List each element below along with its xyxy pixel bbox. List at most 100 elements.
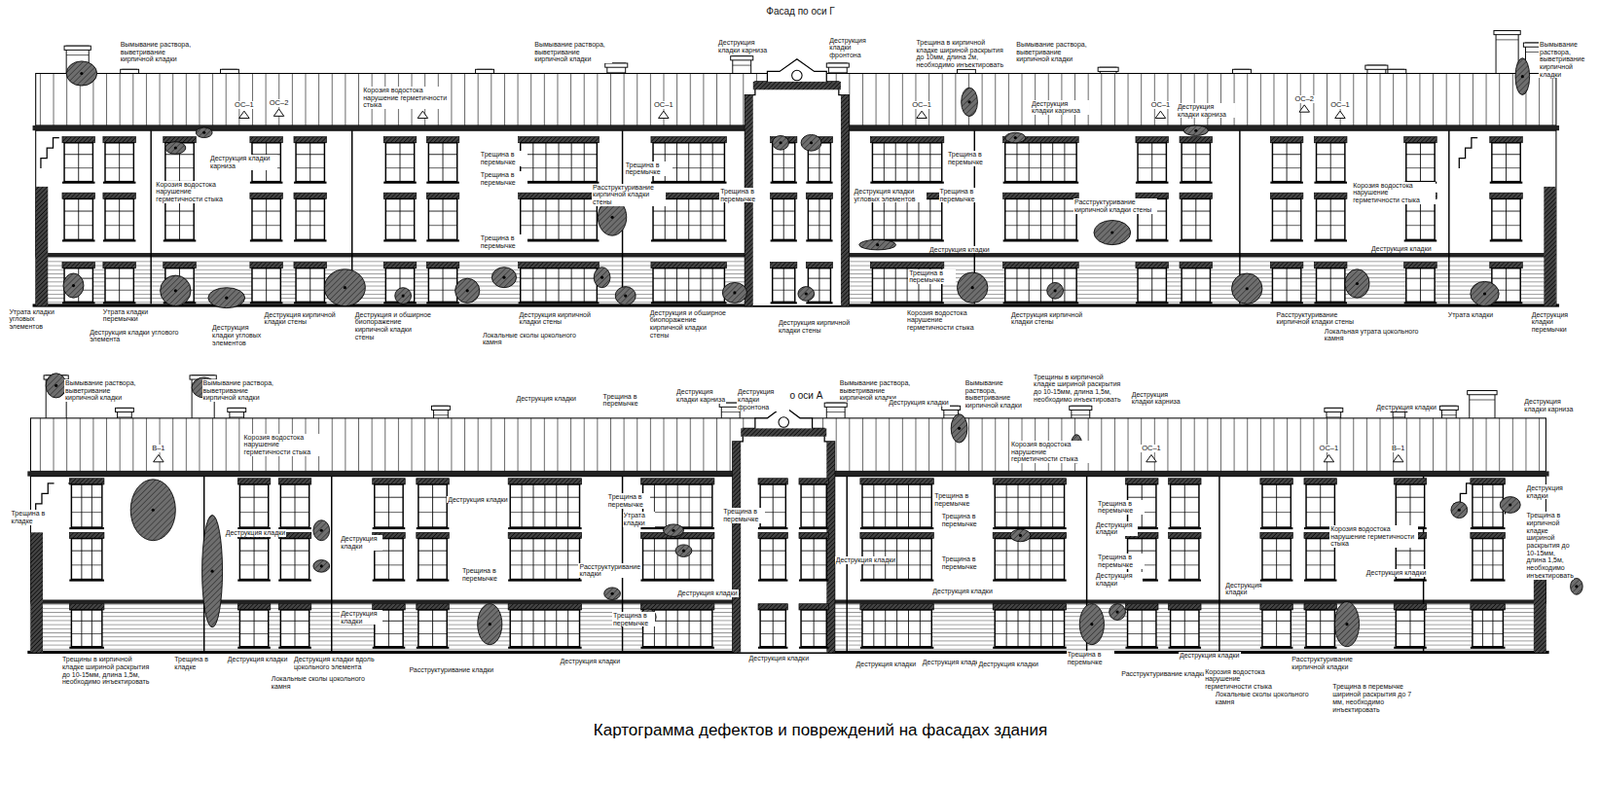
annotation-label: Корозия водостока нарушение герметичност… <box>154 181 239 204</box>
window <box>295 143 325 182</box>
corner-pilaster <box>30 532 43 654</box>
chimney-band <box>434 414 449 416</box>
annotation-label: Трещина в перемычке <box>607 493 651 509</box>
transom <box>239 550 268 552</box>
window <box>807 198 831 240</box>
annotation-label: ОС–1 <box>1150 101 1172 110</box>
annotation-label: В–1 <box>1390 444 1406 453</box>
mullion <box>1275 484 1277 528</box>
chimney-band <box>66 54 89 56</box>
transom <box>1306 633 1335 635</box>
damage-zone <box>1345 269 1370 298</box>
lintel-arch <box>1003 192 1080 199</box>
leader-dot <box>202 131 206 135</box>
annotation-label: Деструкция кладки <box>676 589 739 598</box>
window <box>1395 484 1424 528</box>
mullion <box>1028 198 1030 240</box>
lintel-arch <box>250 261 284 268</box>
window <box>71 484 102 528</box>
transom <box>1472 511 1503 513</box>
transom <box>994 550 1064 552</box>
transom <box>418 497 447 499</box>
transom <box>1170 511 1200 513</box>
annotation-label: Деструкция кладки углового элемента <box>88 328 193 344</box>
mullion <box>917 198 919 240</box>
annotation-label: Корозия водостока нарушение герметичност… <box>243 434 328 457</box>
mullion <box>118 198 120 240</box>
window <box>994 484 1064 528</box>
window-sill <box>62 301 96 304</box>
window <box>800 610 827 648</box>
lintel-arch <box>1260 604 1294 611</box>
annotation-label: Трещина в перемычке <box>941 555 984 571</box>
mullion <box>80 539 82 581</box>
window-sill <box>163 239 197 242</box>
transom <box>105 211 134 213</box>
chimney-band <box>732 65 752 67</box>
leader-dot <box>611 216 615 219</box>
annotation-label: Вымывание раствора, выветривание кирпичн… <box>64 379 144 402</box>
transom <box>509 633 580 635</box>
window-sill <box>1167 647 1201 650</box>
transom <box>239 564 268 566</box>
mullion <box>80 610 82 648</box>
mullion <box>688 268 690 303</box>
window <box>1306 610 1335 648</box>
mullion <box>699 143 701 182</box>
transom <box>862 550 932 552</box>
window <box>1491 198 1521 240</box>
transom <box>239 511 268 513</box>
transom <box>1406 167 1435 169</box>
transom <box>385 167 414 169</box>
leader-dot <box>732 290 736 294</box>
mullion <box>91 484 93 528</box>
window <box>1306 484 1335 528</box>
transom <box>71 550 102 552</box>
window-sill <box>383 181 417 184</box>
window-sill <box>383 239 417 242</box>
transom <box>1262 620 1291 622</box>
damage-zone <box>772 135 790 150</box>
annotation-label: Деструкция кладки фронтона <box>736 388 790 411</box>
transom <box>1316 224 1346 226</box>
mullion <box>254 610 255 648</box>
window-sill <box>1313 181 1347 184</box>
lintel-arch <box>1393 604 1427 611</box>
transom <box>994 497 1064 499</box>
annotation-label: Деструкция кладки <box>748 654 811 663</box>
mullion <box>919 539 921 581</box>
annotation-label: Трещина в кладке <box>173 655 217 671</box>
transom <box>653 153 725 155</box>
mullion <box>772 484 774 528</box>
transom <box>872 224 942 226</box>
transom <box>520 290 598 291</box>
lintel-arch <box>1260 478 1294 485</box>
lintel-arch <box>1270 261 1304 268</box>
transom <box>71 633 102 635</box>
transom <box>807 224 831 226</box>
window-sill <box>278 647 312 650</box>
damage-zone <box>950 414 968 443</box>
transom <box>385 224 414 226</box>
mullion <box>907 198 909 240</box>
leader-dot <box>1014 136 1018 140</box>
mullion <box>1319 539 1321 581</box>
mullion <box>896 484 898 528</box>
transom <box>418 564 447 566</box>
annotation-label: Деструкция кладки вдоль цокольного элеме… <box>292 655 377 671</box>
chimney-band <box>229 416 245 418</box>
mullion <box>699 539 701 581</box>
chimney-cap <box>1069 405 1092 410</box>
annotation-label: Трещины в кирпичной кладке шириной раскр… <box>61 655 155 687</box>
transom <box>862 497 932 499</box>
leader-dot <box>174 289 178 292</box>
annotation-label: Утрата кладки <box>622 511 655 527</box>
mullion <box>80 484 82 528</box>
window-sill <box>1260 647 1294 650</box>
mullion <box>1505 268 1507 303</box>
annotation-label: Деструкция кладки <box>226 655 290 664</box>
window <box>643 539 713 581</box>
window <box>385 143 414 182</box>
annotation-label: Деструкция кладки <box>887 399 950 407</box>
mullion <box>533 484 535 528</box>
